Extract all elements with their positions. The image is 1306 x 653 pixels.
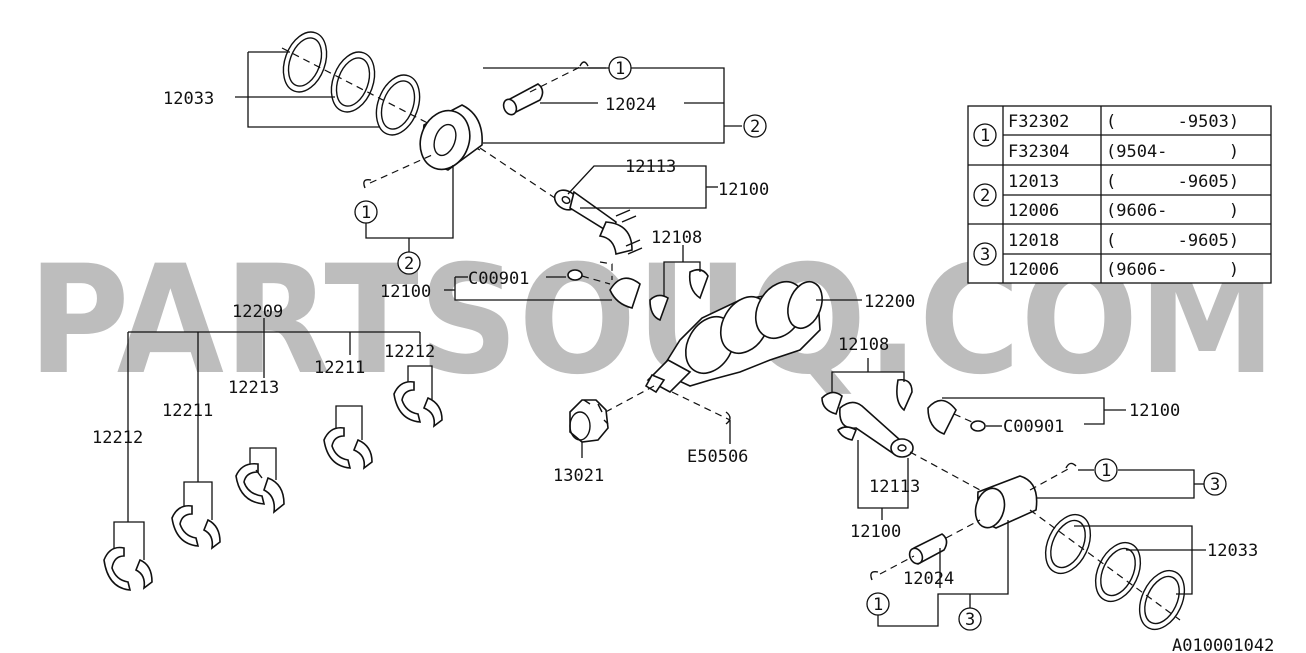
callout-12100-right: 12100 <box>1129 401 1180 421</box>
table-part-number: 12006 <box>1008 201 1059 221</box>
callout-12213: 12213 <box>228 378 279 398</box>
table-range: (9606- ) <box>1106 260 1239 280</box>
callout-12113-right: 12113 <box>869 477 920 497</box>
crank-sprocket <box>569 399 609 443</box>
callout-12033-right: 12033 <box>1207 541 1258 561</box>
table-range: ( -9503) <box>1106 112 1239 132</box>
callout-12212-left: 12212 <box>92 428 143 448</box>
table-range: ( -9605) <box>1106 172 1239 192</box>
table-part-number: F32304 <box>1008 142 1069 162</box>
variant-table: 1 2 3 F32302 ( -9503) F32304 (9504- ) 12… <box>967 105 1272 284</box>
bearing-12108-top <box>649 268 709 322</box>
callout-12033-top: 12033 <box>163 89 214 109</box>
callout-13021: 13021 <box>553 466 604 486</box>
bearing-12211-right <box>323 405 373 470</box>
callout-12211-left: 12211 <box>162 401 213 421</box>
circlip-right-bottom <box>870 570 879 581</box>
marker-3-bottom <box>958 607 982 631</box>
marker-2-bottom <box>397 251 421 275</box>
key-e50506 <box>725 411 731 425</box>
piston-right <box>974 475 1038 529</box>
table-range: (9504- ) <box>1106 142 1239 162</box>
callout-12100-top: 12100 <box>718 180 769 200</box>
bearing-12212-left <box>103 521 153 591</box>
marker-1-top <box>608 56 632 80</box>
piston-pin-right <box>908 533 948 565</box>
callout-12024-right: 12024 <box>903 569 954 589</box>
table-ref-3 <box>973 242 997 266</box>
piston-top <box>419 104 483 171</box>
bearing-12211-left <box>171 481 221 550</box>
bearing-12108-right <box>821 378 913 415</box>
marker-1-bottom-label: 1 <box>873 595 883 615</box>
circlip-top-left <box>363 178 372 189</box>
rod-cap-right <box>927 399 986 436</box>
table-ref-3-label: 3 <box>980 245 990 265</box>
callout-12209: 12209 <box>232 302 283 322</box>
circlip-right-top <box>1065 462 1077 469</box>
marker-1-left <box>354 200 378 224</box>
table-part-number: 12006 <box>1008 260 1059 280</box>
callout-12108-top: 12108 <box>651 228 702 248</box>
callout-12024-top: 12024 <box>605 95 656 115</box>
table-range: ( -9605) <box>1106 231 1239 251</box>
marker-3-right <box>1203 472 1227 496</box>
marker-2-top-label: 2 <box>750 117 760 137</box>
callout-12113-top: 12113 <box>625 157 676 177</box>
connecting-rod-top <box>553 189 643 255</box>
marker-3-bottom-label: 3 <box>965 610 975 630</box>
table-ref-1-label: 1 <box>980 126 990 146</box>
diagram-code: A010001042 <box>1172 636 1274 653</box>
marker-1-right <box>1094 458 1118 482</box>
table-part-number: 12013 <box>1008 172 1059 192</box>
bearing-12212-right <box>393 365 443 428</box>
callout-12211-right: 12211 <box>314 358 365 378</box>
callout-12108-right: 12108 <box>838 335 889 355</box>
marker-1-right-label: 1 <box>1101 461 1111 481</box>
table-ref-1 <box>973 123 997 147</box>
piston-rings-right <box>1044 513 1186 631</box>
crankshaft <box>644 280 823 394</box>
bearing-12213 <box>235 447 285 514</box>
marker-1-bottom <box>866 592 890 616</box>
callout-12100-bottom: 12100 <box>850 522 901 542</box>
marker-1-top-label: 1 <box>615 59 625 79</box>
callout-12200: 12200 <box>864 292 915 312</box>
circlip-top-right <box>579 61 589 67</box>
piston-pin-top <box>502 83 544 116</box>
table-range: (9606- ) <box>1106 201 1239 221</box>
rod-cap-top <box>567 261 641 309</box>
table-part-number: 12018 <box>1008 231 1059 251</box>
table-ref-2 <box>973 183 997 207</box>
table-part-number: F32302 <box>1008 112 1069 132</box>
callout-12212-right: 12212 <box>384 342 435 362</box>
callout-12100-left: 12100 <box>380 282 431 302</box>
connecting-rod-right <box>836 401 914 458</box>
marker-3-right-label: 3 <box>1210 475 1220 495</box>
marker-1-left-label: 1 <box>361 203 371 223</box>
callout-c00901-top: C00901 <box>468 269 529 289</box>
table-ref-2-label: 2 <box>980 186 990 206</box>
marker-2-bottom-label: 2 <box>404 254 414 274</box>
callout-c00901-right: C00901 <box>1003 417 1064 437</box>
marker-2-top <box>743 114 767 138</box>
callout-e50506: E50506 <box>687 447 748 467</box>
